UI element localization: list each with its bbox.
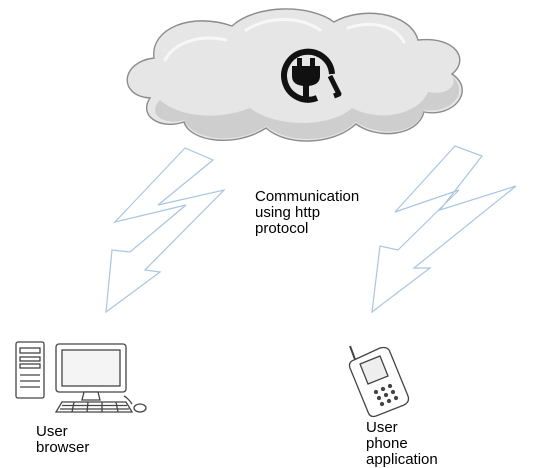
user-phone-label-line-3: application [366, 451, 438, 468]
left-lightning-bolt [105, 147, 226, 314]
mobile-phone-icon [348, 345, 410, 418]
desktop-computer-icon [15, 341, 147, 413]
user-phone-label-line-2: phone [366, 435, 408, 452]
user-phone-label-line-1: User [366, 419, 398, 436]
user-browser-label-line-2: browser [36, 439, 90, 456]
power-plug-icon [281, 48, 342, 103]
user-browser-label: User browser [36, 424, 136, 456]
communication-label: Communication using http protocol [255, 189, 415, 237]
cloud-shadow [155, 76, 460, 140]
communication-label-line-1: Communication [255, 188, 360, 205]
cloud-highlight [163, 18, 406, 62]
communication-label-line-2: using http [255, 204, 321, 221]
user-phone-label: User phone application [366, 420, 506, 468]
user-browser-label-line-1: User [36, 423, 68, 440]
communication-label-line-3: protocol [255, 220, 309, 237]
right-lightning-bolt [371, 145, 517, 314]
